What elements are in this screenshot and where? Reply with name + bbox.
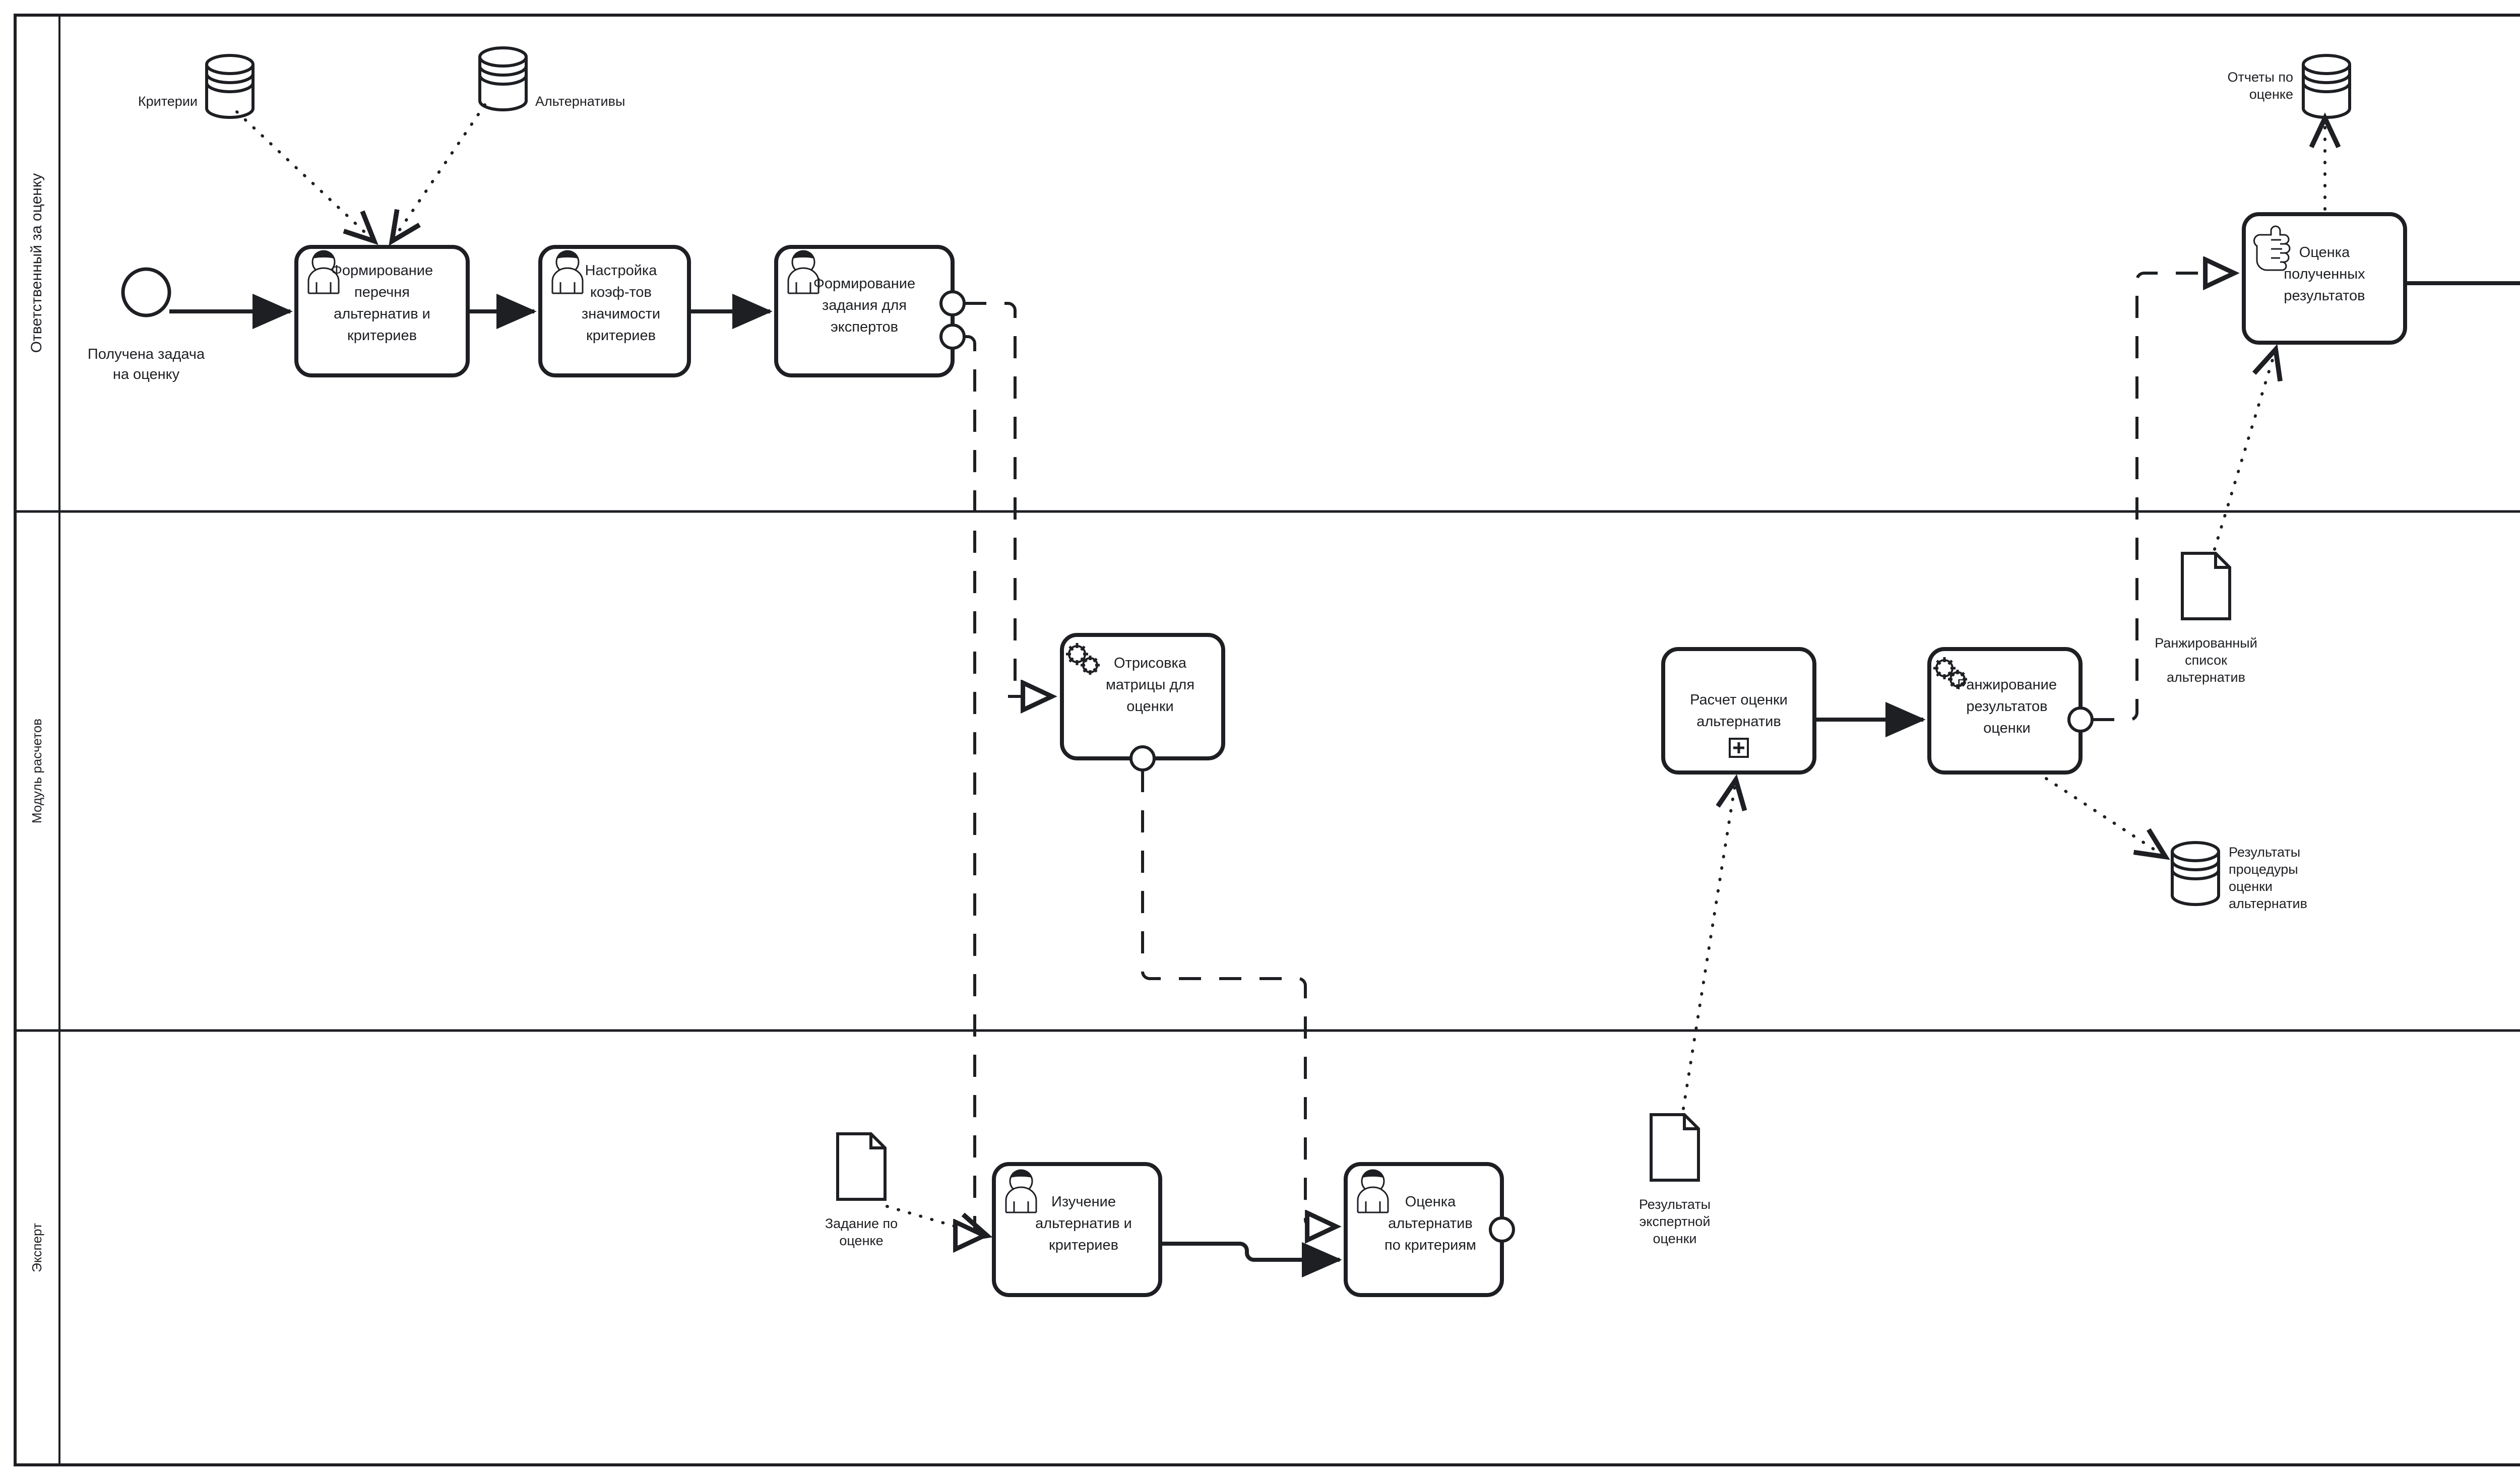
data-object-label: список <box>2185 653 2227 668</box>
service-task-gear-icon <box>1066 643 1100 675</box>
task-label: Формирование <box>331 263 433 279</box>
user-task-icon <box>1357 1169 1389 1213</box>
data-store-label: Отчеты по <box>2228 70 2293 85</box>
task-label: Формирование <box>813 276 915 292</box>
task-setup-coef[interactable]: Настройка коэф-тов значимости критериев <box>538 245 691 377</box>
user-task-icon <box>787 250 820 294</box>
task-form-list[interactable]: Формирование перечня альтернатив и крите… <box>294 245 470 377</box>
boundary-event-matrix-msg[interactable] <box>1129 745 1156 771</box>
lane-label-text: Модуль расчетов <box>29 719 44 823</box>
task-label: Оценка <box>2299 244 2350 261</box>
task-label: перечня <box>354 284 410 300</box>
data-store-label: альтернатив <box>2229 896 2307 911</box>
task-label: коэф-тов <box>590 284 652 300</box>
task-label: Изучение <box>1051 1194 1116 1210</box>
task-label: Ранжирование <box>1957 677 2057 693</box>
task-form-assignment[interactable]: Формирование задания для экспертов <box>774 245 955 377</box>
task-label: результатов <box>1966 698 2047 715</box>
task-label: полученных <box>2284 266 2365 282</box>
data-store-criteria[interactable]: Критерии <box>138 54 255 119</box>
message-flow-matrix-to-rate <box>1141 770 1336 1227</box>
subprocess-expand-plus-icon[interactable] <box>1729 738 1749 758</box>
event-label: на оценку <box>113 366 180 382</box>
task-label: Расчет оценки <box>1690 692 1788 708</box>
association-criteria-to-task <box>235 110 379 245</box>
data-object-expert-results[interactable]: Результаты экспертной оценки <box>1639 1113 1711 1246</box>
task-label: альтернатив и <box>334 306 430 322</box>
task-label: задания для <box>822 297 907 313</box>
task-label: критериев <box>1049 1237 1118 1253</box>
data-store-label: оценке <box>2249 87 2293 102</box>
message-flow-assignment-to-study <box>964 335 984 1236</box>
task-label: матрицы для <box>1106 677 1194 693</box>
data-object-label: экспертной <box>1640 1214 1711 1229</box>
task-label: альтернатив и <box>1035 1215 1132 1232</box>
task-label: Оценка <box>1405 1194 1456 1210</box>
task-evaluate-results[interactable]: Оценка полученных результатов <box>2242 212 2407 345</box>
task-study-alts[interactable]: Изучение альтернатив и критериев <box>992 1162 1162 1297</box>
task-label: значимости <box>582 306 660 322</box>
task-rank-results[interactable]: Ранжирование результатов оценки <box>1927 647 2083 775</box>
lane-label-text: Ответственный за оценку <box>28 173 45 353</box>
sequence-flow-study-to-rate <box>1160 1242 1342 1278</box>
pool-and-lanes: Ответственный за оценку Модуль расчетов … <box>14 14 2520 1466</box>
manual-task-hand-icon <box>2253 225 2291 271</box>
lane-label-calc-module: Модуль расчетов <box>29 719 44 823</box>
user-task-icon <box>1005 1169 1037 1213</box>
boundary-event-assignment-msg-1[interactable] <box>939 290 966 316</box>
task-label: критериев <box>347 328 417 344</box>
data-store-label: Альтернативы <box>535 94 625 109</box>
data-store-label: процедуры <box>2229 862 2298 877</box>
boundary-event-rate-msg[interactable] <box>1489 1216 1515 1243</box>
data-store-eval-results[interactable]: Результаты процедуры оценки альтернатив <box>2171 841 2307 911</box>
data-store-label: оценки <box>2229 879 2273 894</box>
task-calc-score[interactable]: Расчет оценки альтернатив <box>1661 647 1816 775</box>
data-object-label: оценки <box>1653 1231 1697 1246</box>
association-expertres-to-calc <box>1682 774 1747 1110</box>
task-label: результатов <box>2284 288 2365 304</box>
task-label: альтернатив <box>1388 1215 1473 1232</box>
lane-label-responsible: Ответственный за оценку <box>28 173 45 353</box>
data-object-label: оценке <box>839 1233 883 1248</box>
association-alternatives-to-task <box>389 103 486 246</box>
message-flow-assignment-to-matrix <box>964 302 1051 696</box>
data-store-label: Критерии <box>138 94 198 109</box>
data-object-label: Результаты <box>1639 1197 1711 1212</box>
task-label: Отрисовка <box>1114 655 1187 671</box>
lane-label-expert: Эксперт <box>29 1223 44 1272</box>
task-label: альтернатив <box>1696 714 1781 730</box>
message-flow-rank-to-evaluate <box>2092 273 2234 721</box>
data-object-label: Ранжированный <box>2155 635 2257 651</box>
data-store-alternatives[interactable]: Альтернативы <box>478 46 625 111</box>
task-label: экспертов <box>831 319 898 335</box>
task-label: оценки <box>1126 698 1173 715</box>
task-label: оценки <box>1983 720 2030 736</box>
data-object-ranked-list[interactable]: Ранжированный список альтернатив <box>2155 552 2257 685</box>
task-label: критериев <box>586 328 656 344</box>
boundary-event-assignment-msg-2[interactable] <box>939 324 966 350</box>
start-event-task-received[interactable]: Получена задача на оценку <box>88 267 205 382</box>
data-object-label: Задание по <box>825 1216 898 1231</box>
user-task-icon <box>551 250 584 294</box>
task-rate-alts[interactable]: Оценка альтернатив по критериям <box>1344 1162 1504 1297</box>
lane-label-text: Эксперт <box>29 1223 44 1272</box>
service-task-gear-icon <box>1933 657 1967 689</box>
association-rank-to-results-store <box>2045 777 2170 860</box>
user-task-icon <box>307 250 340 294</box>
task-label: по критериям <box>1384 1237 1476 1253</box>
association-ranked-to-evaluate <box>2213 344 2283 551</box>
data-store-label: Результаты <box>2229 845 2300 860</box>
data-object-assignment[interactable]: Задание по оценке <box>825 1132 898 1248</box>
event-label: Получена задача <box>88 346 205 362</box>
data-object-label: альтернатив <box>2167 670 2245 685</box>
boundary-event-rank-msg[interactable] <box>2067 706 2094 733</box>
task-draw-matrix[interactable]: Отрисовка матрицы для оценки <box>1060 633 1225 760</box>
task-label: Настройка <box>585 263 658 279</box>
